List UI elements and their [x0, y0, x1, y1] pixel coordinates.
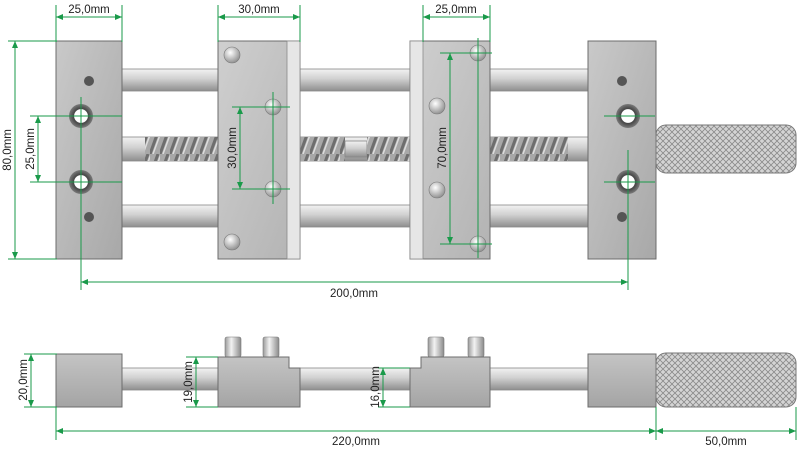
side-rod-middle — [299, 367, 411, 391]
side-left-block — [55, 353, 123, 408]
bolt-head-icon — [223, 233, 241, 251]
side-right-block — [587, 353, 657, 408]
knurled-knob — [655, 124, 797, 174]
bolt-head-icon — [428, 97, 446, 115]
top-view: 25,0mm 30,0mm 25,0mm 80,0mm — [2, 4, 797, 300]
side-rod-left — [121, 367, 219, 391]
side-knurled-knob — [655, 352, 797, 408]
side-moving-jaw — [217, 336, 301, 408]
bolt-head-icon — [428, 181, 446, 199]
left-end-block — [55, 40, 123, 260]
screw-hole-icon — [84, 212, 94, 222]
dim-hole-spacing-right-jaw: 70,0mm — [437, 127, 449, 169]
screw-hole-icon — [84, 76, 94, 86]
guide-rod-upper — [121, 68, 589, 92]
side-rod-right — [489, 367, 589, 391]
lead-screw — [121, 136, 589, 162]
dim-right-jaw-width: 25,0mm — [435, 4, 477, 16]
dim-left-block-width: 25,0mm — [68, 4, 110, 16]
screw-hole-icon — [617, 76, 627, 86]
top-dimensions: 25,0mm 30,0mm 25,0mm 80,0mm — [2, 4, 655, 300]
side-dimensions: 20,0mm 19,0mm 16,0mm 220,0mm — [18, 353, 797, 448]
dim-overall-height: 80,0mm — [2, 129, 14, 171]
screw-hole-icon — [617, 212, 627, 222]
dim-moving-jaw-width: 30,0mm — [238, 4, 280, 16]
dim-knob-length: 50,0mm — [705, 436, 747, 448]
moving-jaw — [217, 40, 301, 260]
side-fixed-jaw — [409, 336, 491, 408]
side-view: 20,0mm 19,0mm 16,0mm 220,0mm — [18, 336, 797, 448]
dim-center-distance: 200,0mm — [330, 288, 378, 300]
right-end-block — [587, 40, 657, 260]
dim-hole-spacing-left: 25,0mm — [25, 128, 37, 170]
dim-jaw-height-left: 19,0mm — [183, 361, 195, 403]
dim-jaw-height-right: 16,0mm — [370, 366, 382, 408]
bolt-head-icon — [223, 46, 241, 64]
dim-hole-spacing-jaw: 30,0mm — [227, 127, 239, 169]
dim-overall-length: 220,0mm — [332, 436, 380, 448]
dim-block-height: 20,0mm — [18, 359, 30, 401]
guide-rod-lower — [121, 204, 589, 228]
